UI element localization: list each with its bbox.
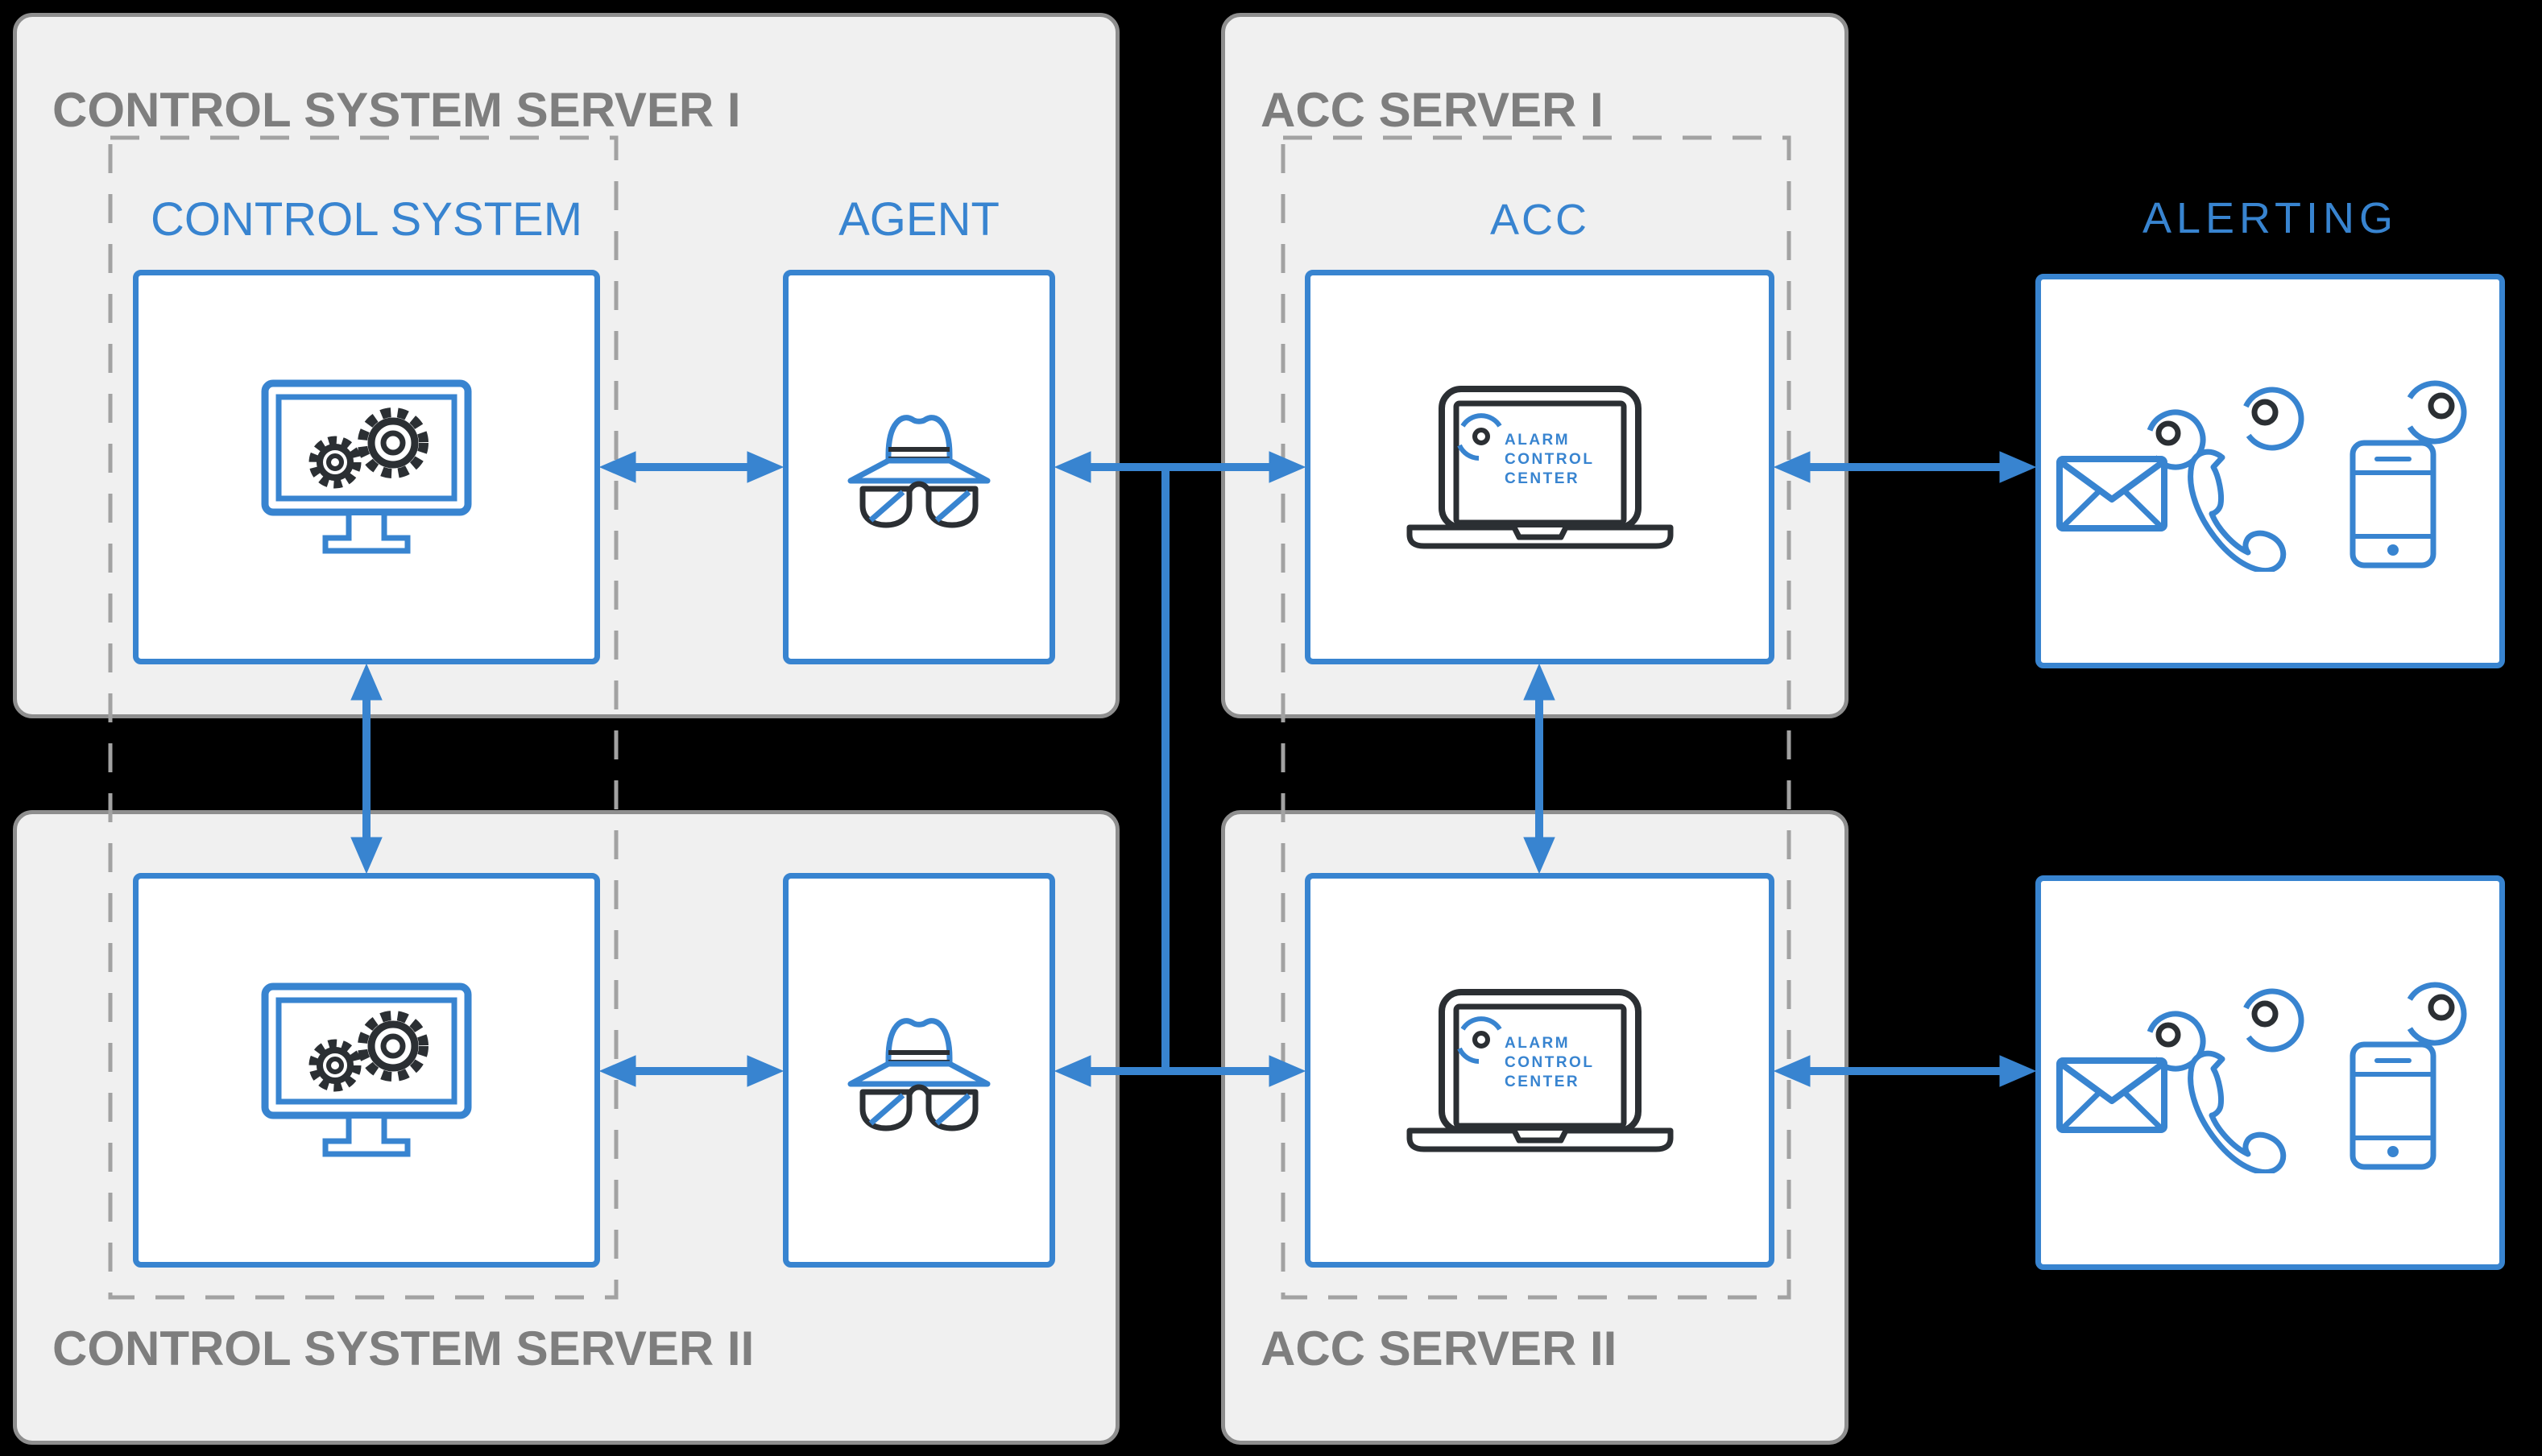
control-system-node-2 (133, 873, 600, 1268)
alarm-ring-icon (1456, 412, 1502, 461)
notification-dot (2155, 1022, 2180, 1048)
laptop-screen (1453, 400, 1626, 525)
arrow-controlsystem2-agent2 (598, 1055, 785, 1087)
laptop-screen-text: ALARM (1505, 432, 1570, 449)
arrow-acc1-acc2 (1523, 663, 1555, 875)
spy-agent-icon (847, 1018, 991, 1131)
alarm-ring-icon (1456, 1015, 1502, 1064)
gear-large-icon (358, 407, 428, 478)
lens-glare (868, 490, 905, 523)
laptop-screen-text: CENTER (1505, 470, 1579, 487)
laptop-notch (1511, 525, 1568, 540)
envelope-folds (2060, 1091, 2163, 1131)
control-system-dashed-boundary (108, 135, 619, 1300)
arrow-agent1-acc1 (1054, 451, 1306, 483)
laptop-screen-text: CENTER (1505, 1073, 1579, 1090)
lens-glare (868, 1093, 905, 1126)
monitor-screen (275, 394, 457, 502)
phone-alert-icon (2187, 387, 2304, 572)
agent-node-1 (783, 270, 1055, 664)
monitor-gears-icon (261, 379, 472, 554)
phone-alert-icon (2187, 988, 2304, 1173)
hat-brim (847, 1061, 991, 1087)
arrow-controlsystem1-controlsystem2 (350, 663, 383, 875)
arrow-controlsystem1-agent1 (598, 451, 785, 483)
smartphone-home-button (2387, 1146, 2399, 1157)
panel-title: ACC SERVER II (1261, 1322, 1617, 1376)
notification-dot (2428, 392, 2454, 420)
glasses-bridge (906, 1084, 932, 1096)
panel-title: ACC SERVER I (1261, 82, 1604, 137)
hat-crown (885, 1018, 953, 1067)
alerting-icons (2056, 380, 2466, 572)
alerting-icons (2056, 982, 2466, 1173)
alerting-node-2 (2035, 875, 2505, 1270)
arrow-acc2-alerting2 (1773, 1055, 2037, 1087)
acc-dashed-boundary (1281, 135, 1791, 1300)
laptop-screen-text: CONTROL (1505, 451, 1594, 468)
laptop-screen (1453, 1003, 1626, 1128)
notification-dot (2251, 399, 2278, 426)
envelope-folds (2060, 490, 2163, 529)
laptop-screen-text: CONTROL (1505, 1054, 1594, 1071)
lens-glare (934, 490, 971, 523)
label-control-system: CONTROL SYSTEM (150, 193, 583, 246)
gear-small-icon (308, 1039, 362, 1092)
arrow-acc1-alerting1 (1773, 451, 2037, 483)
email-alert-icon (2056, 1011, 2205, 1133)
laptop-notch (1511, 1128, 1568, 1143)
alerting-node-1 (2035, 274, 2505, 668)
mobile-alert-icon (2349, 982, 2466, 1170)
label-alerting: ALERTING (2142, 194, 2399, 242)
label-acc: ACC (1489, 196, 1589, 244)
control-system-node-1 (133, 270, 600, 664)
panel-title: CONTROL SYSTEM SERVER I (52, 82, 741, 137)
notification-dot (2251, 1000, 2278, 1028)
lens-glare (934, 1093, 971, 1126)
hat-brim (847, 457, 991, 484)
gear-small-icon (308, 436, 362, 489)
acc-node-1: ALARM CONTROL CENTER (1305, 270, 1774, 664)
panel-title: CONTROL SYSTEM SERVER II (52, 1322, 755, 1376)
monitor-screen (275, 997, 457, 1105)
notification-dot (2155, 420, 2180, 446)
envelope-flap (2059, 459, 2164, 503)
spy-agent-icon (847, 415, 991, 528)
hat-crown (885, 415, 953, 464)
handset-shape (2187, 1050, 2286, 1173)
monitor-stand (322, 515, 411, 554)
agent-node-2 (783, 873, 1055, 1268)
laptop-acc-icon: ALARM CONTROL CENTER (1406, 988, 1673, 1152)
arrow-agent2-acc2 (1054, 1055, 1306, 1087)
monitor-gears-icon (261, 982, 472, 1157)
mobile-alert-icon (2349, 380, 2466, 569)
label-agent: AGENT (838, 193, 1000, 246)
envelope-flap (2059, 1061, 2164, 1104)
glasses-bridge (906, 481, 932, 493)
acc-node-2: ALARM CONTROL CENTER (1305, 873, 1774, 1268)
gear-large-icon (358, 1011, 428, 1082)
email-alert-icon (2056, 409, 2205, 532)
notification-dot (2428, 994, 2454, 1021)
handset-shape (2187, 449, 2286, 572)
laptop-acc-icon: ALARM CONTROL CENTER (1406, 385, 1673, 548)
laptop-screen-text: ALARM (1505, 1035, 1570, 1052)
monitor-stand (322, 1119, 411, 1157)
smartphone-home-button (2387, 544, 2399, 556)
